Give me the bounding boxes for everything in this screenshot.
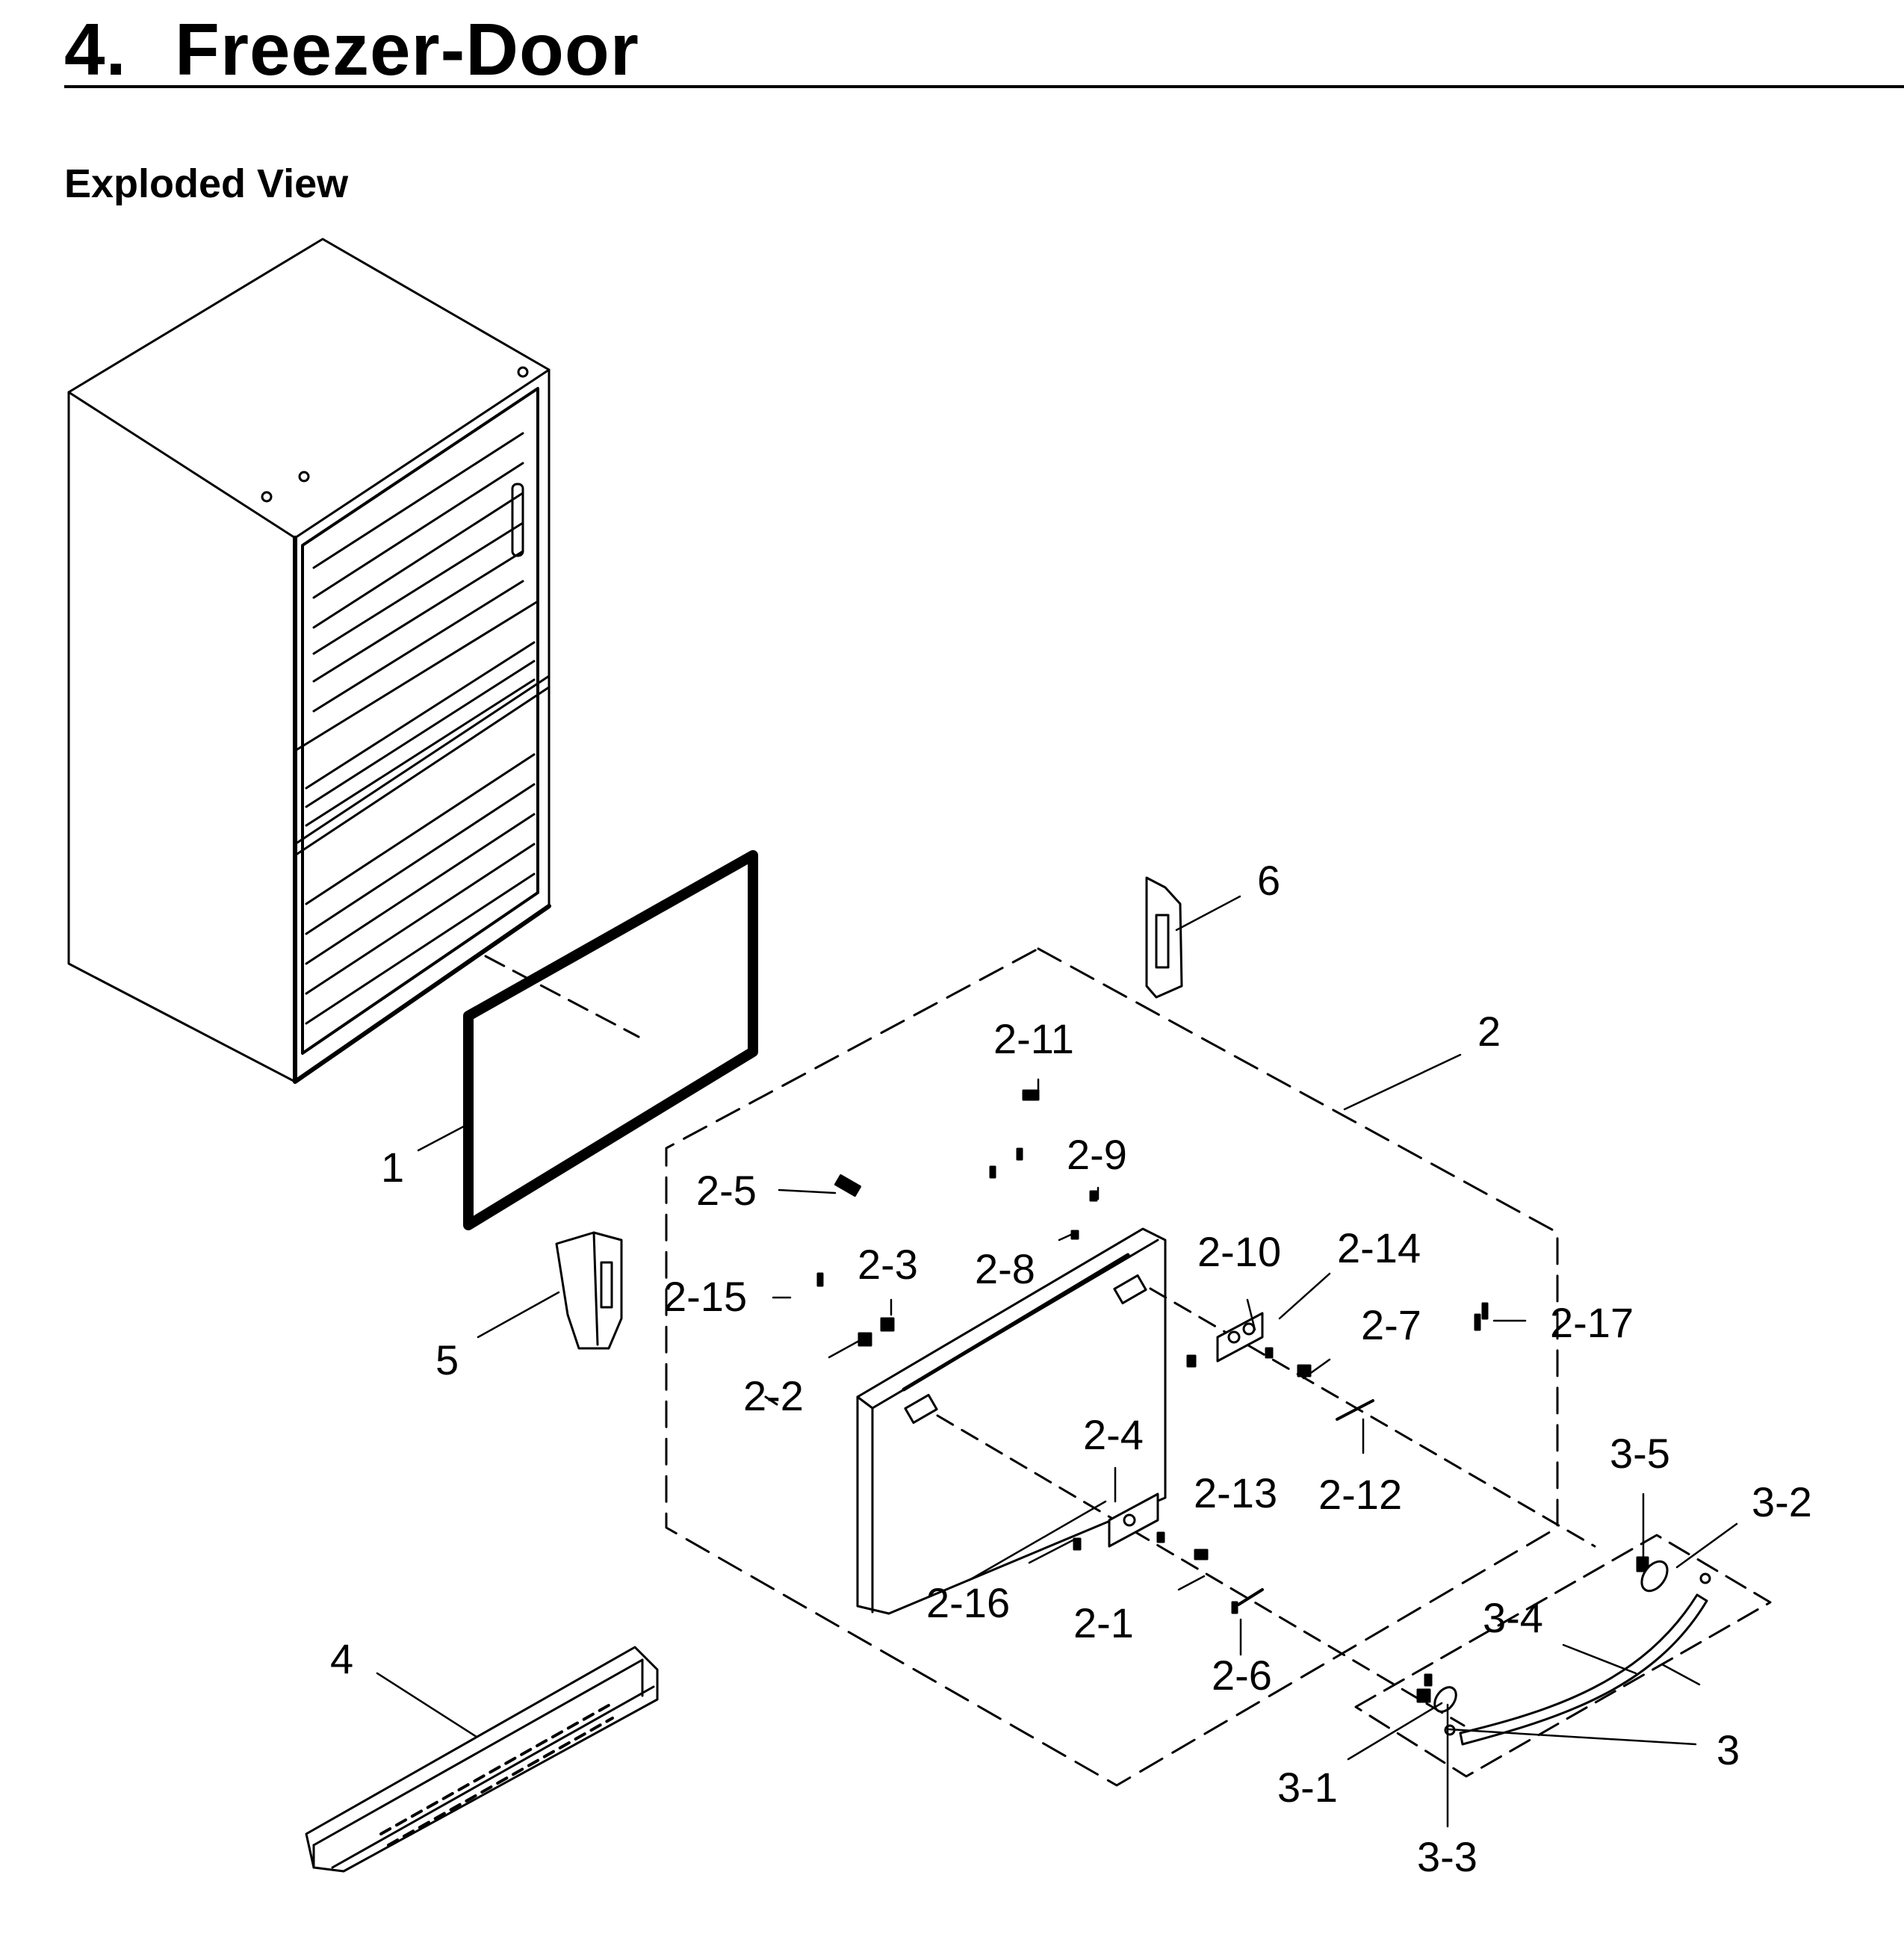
label-1: 1 [381, 1144, 404, 1191]
gasket [463, 850, 758, 1230]
door-assembly-outline [665, 947, 1559, 1787]
label-2-4: 2-4 [1083, 1411, 1144, 1458]
label-2-8: 2-8 [975, 1245, 1035, 1292]
label-5: 5 [435, 1336, 459, 1383]
handle-assembly-outline [1354, 1534, 1772, 1778]
axis-lines [764, 1287, 1596, 1727]
label-2-12: 2-12 [1318, 1471, 1402, 1518]
section-number: 4. [64, 8, 127, 90]
label-2-17: 2-17 [1550, 1299, 1634, 1346]
section-title: Freezer-Door [175, 8, 639, 90]
label-2-15: 2-15 [663, 1273, 747, 1320]
label-2-6: 2-6 [1212, 1652, 1272, 1699]
label-4: 4 [330, 1635, 353, 1682]
label-2-2: 2-2 [743, 1372, 804, 1419]
label-2-1: 2-1 [1073, 1599, 1134, 1646]
label-2-10: 2-10 [1197, 1228, 1281, 1275]
label-2-5: 2-5 [696, 1167, 757, 1214]
label-3-3: 3-3 [1417, 1833, 1477, 1880]
hinge-plate-2-10 [1216, 1312, 1264, 1363]
label-2-7: 2-7 [1361, 1301, 1421, 1348]
label-2-11: 2-11 [993, 1015, 1074, 1062]
label-2-3: 2-3 [858, 1241, 918, 1288]
label-2-14: 2-14 [1337, 1224, 1421, 1271]
label-3: 3 [1717, 1726, 1740, 1773]
hinge-plate-2-4 [1108, 1493, 1159, 1548]
title-rule [64, 85, 1904, 88]
label-3-2: 3-2 [1752, 1478, 1812, 1525]
label-2-9: 2-9 [1067, 1131, 1127, 1178]
door-handle [1433, 1560, 1711, 1746]
refrigerator-cabinet [67, 238, 551, 1084]
label-2-16: 2-16 [926, 1579, 1010, 1626]
hinge-bracket-left [555, 1231, 623, 1350]
label-2: 2 [1477, 1008, 1501, 1055]
part-labels: 1 5 6 2 2-11 2-9 2-5 2-3 2-8 2-15 2-10 2… [330, 857, 1812, 1880]
label-3-4: 3-4 [1483, 1594, 1543, 1641]
label-2-13: 2-13 [1194, 1469, 1277, 1516]
hinge-bracket-right [1145, 876, 1183, 999]
freezer-door-panel [856, 1227, 1167, 1615]
leader-lines [376, 895, 1738, 1828]
label-3-5: 3-5 [1610, 1430, 1670, 1477]
label-6: 6 [1257, 857, 1280, 904]
fasteners [816, 1089, 1649, 1703]
label-3-1: 3-1 [1277, 1764, 1338, 1811]
part-2-6-tie [1237, 1588, 1264, 1606]
door-bin [305, 1646, 659, 1873]
page-title: 4. Freezer-Door [64, 4, 639, 94]
part-2-12-tie [1336, 1399, 1374, 1421]
subtitle: Exploded View [64, 161, 349, 206]
